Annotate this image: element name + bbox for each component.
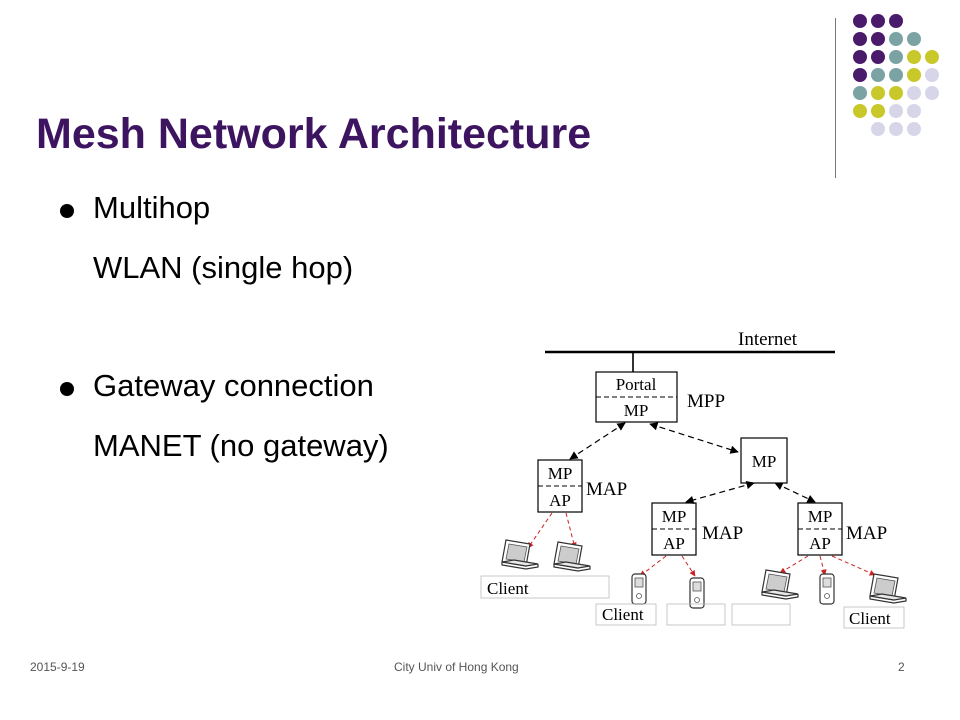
bullet-dot-icon bbox=[60, 204, 74, 218]
client-label: Client bbox=[602, 605, 644, 624]
decorative-dot bbox=[889, 68, 903, 82]
decorative-dot bbox=[889, 122, 903, 136]
decorative-dot bbox=[853, 68, 867, 82]
mesh-link bbox=[685, 480, 755, 505]
decorative-dot bbox=[925, 68, 939, 82]
decorative-dot bbox=[871, 104, 885, 118]
decorative-dot bbox=[853, 32, 867, 46]
mesh-link bbox=[649, 422, 739, 454]
decorative-dot bbox=[853, 14, 867, 28]
decorative-dot bbox=[925, 86, 939, 100]
mesh-point-node bbox=[740, 437, 788, 484]
map-right-label: MAP bbox=[846, 523, 887, 544]
bullet-text: Multihop bbox=[93, 190, 211, 225]
map-center-mp-label: MP bbox=[662, 507, 687, 526]
decorative-dot bbox=[907, 68, 921, 82]
internet-label: Internet bbox=[738, 329, 798, 350]
map-left-mp-label: MP bbox=[548, 464, 573, 483]
decorative-dot bbox=[889, 86, 903, 100]
phone-icon bbox=[631, 573, 647, 605]
map-right-mp-label: MP bbox=[808, 507, 833, 526]
bullet-dot-icon bbox=[60, 382, 74, 396]
laptop-icon bbox=[553, 541, 591, 572]
decorative-dot-grid bbox=[853, 14, 939, 136]
decorative-dot bbox=[871, 32, 885, 46]
decorative-dot bbox=[871, 50, 885, 64]
phone-icon bbox=[689, 577, 705, 609]
mesh-point-label: MP bbox=[752, 452, 777, 471]
decorative-dot bbox=[871, 86, 885, 100]
decorative-dot bbox=[853, 86, 867, 100]
laptop-icon bbox=[501, 539, 539, 570]
client-box bbox=[480, 575, 610, 599]
client-link bbox=[681, 555, 696, 577]
decorative-dot bbox=[889, 50, 903, 64]
laptop-icon bbox=[869, 573, 907, 604]
footer-org: City Univ of Hong Kong bbox=[394, 660, 519, 674]
map-left-label: MAP bbox=[586, 479, 627, 500]
map-center-ap-label: AP bbox=[663, 534, 685, 553]
client-label: Client bbox=[849, 609, 891, 628]
map-right-ap-label: AP bbox=[809, 534, 831, 553]
decorative-dot bbox=[889, 104, 903, 118]
client-link bbox=[831, 555, 876, 576]
laptop-icon bbox=[761, 569, 799, 600]
mpp-label: MPP bbox=[687, 391, 725, 412]
bullet-text: WLAN (single hop) bbox=[93, 250, 354, 285]
portal-label: Portal bbox=[616, 375, 657, 394]
decorative-dot bbox=[853, 104, 867, 118]
decorative-dot bbox=[871, 122, 885, 136]
mesh-network-diagram: Internet Portal MP MPP MP MP AP MAP MP A… bbox=[480, 329, 907, 629]
decorative-dot bbox=[871, 68, 885, 82]
decorative-dot bbox=[907, 122, 921, 136]
client-link bbox=[779, 555, 809, 574]
client-link bbox=[639, 555, 667, 577]
bullet-text: Gateway connection bbox=[93, 368, 374, 403]
footer-date: 2015-9-19 bbox=[30, 660, 85, 674]
client-box bbox=[843, 606, 905, 629]
decorative-dot bbox=[889, 32, 903, 46]
decorative-dot bbox=[907, 104, 921, 118]
decorative-dot bbox=[853, 50, 867, 64]
portal-mp-label: MP bbox=[624, 401, 649, 420]
slide-title: Mesh Network Architecture bbox=[36, 110, 592, 158]
decorative-dot bbox=[871, 14, 885, 28]
footer-page-number: 2 bbox=[898, 660, 905, 674]
map-left-ap-label: AP bbox=[549, 491, 571, 510]
map-center-label: MAP bbox=[702, 523, 743, 544]
client-link bbox=[565, 512, 577, 549]
decorative-dot bbox=[925, 50, 939, 64]
client-box bbox=[731, 603, 791, 626]
client-link bbox=[527, 512, 553, 549]
decorative-dot bbox=[907, 32, 921, 46]
decorative-dot bbox=[889, 14, 903, 28]
client-label: Client bbox=[487, 579, 529, 598]
decorative-dot bbox=[907, 50, 921, 64]
decorative-dot bbox=[907, 86, 921, 100]
client-box bbox=[666, 603, 726, 626]
phone-icon bbox=[819, 573, 835, 605]
client-box bbox=[595, 603, 657, 626]
mesh-link bbox=[774, 482, 816, 503]
client-link bbox=[819, 555, 827, 576]
divider-line bbox=[835, 18, 836, 178]
mesh-link bbox=[569, 422, 626, 460]
bullet-text: MANET (no gateway) bbox=[93, 428, 389, 463]
